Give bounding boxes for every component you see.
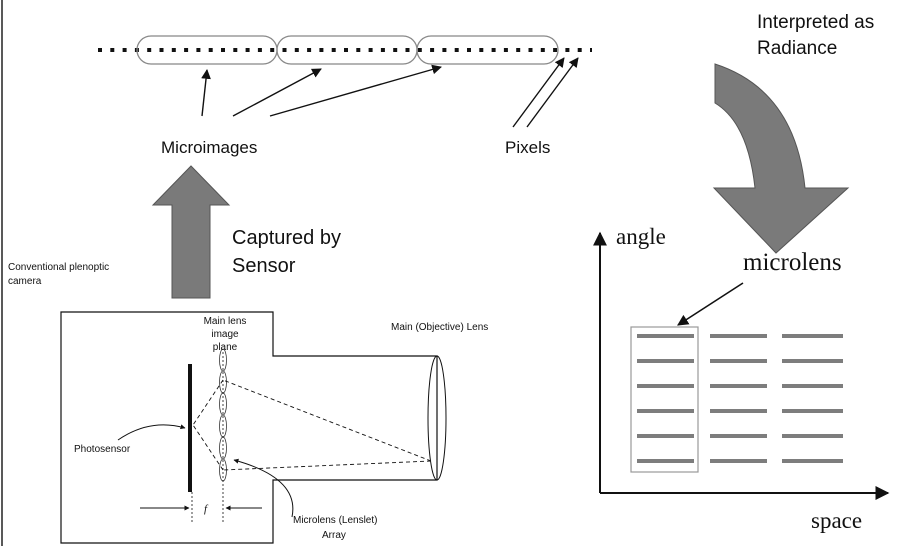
main-lens-label-line2: image [211, 329, 239, 340]
interpreted-curved-arrow [712, 63, 850, 254]
microlens-highlight-box [630, 326, 699, 473]
conventional-label-line2: camera [8, 276, 42, 287]
angle-label: angle [616, 224, 666, 249]
microlens-label: microlens [743, 249, 842, 276]
space-label: space [811, 508, 862, 533]
main-lens-label-line1: Main lens [204, 316, 247, 327]
interpreted-label-line1: Interpreted as [757, 12, 874, 33]
photosensor-pointer [117, 424, 186, 441]
pixels-label: Pixels [505, 138, 550, 157]
captured-label-line1: Captured by [232, 227, 341, 249]
microimage-outline-3 [416, 35, 559, 65]
pixel-row [98, 35, 592, 65]
conventional-label-line1: Conventional plenoptic [8, 262, 109, 273]
light-rays [192, 379, 432, 471]
microimage-arrow-3 [269, 64, 442, 117]
objective-lens [427, 355, 447, 481]
microimage-arrow-2 [232, 68, 322, 117]
microlens-pointer [677, 282, 744, 326]
pixel-arrow-2 [526, 57, 579, 128]
microlens-array-label-line1: Microlens (Lenslet) [293, 515, 377, 526]
radiance-bars [637, 334, 843, 463]
pixel-arrow-1 [512, 57, 565, 128]
main-lens-label-line3: plane [213, 342, 238, 353]
photosensor-label: Photosensor [74, 444, 131, 455]
captured-up-arrow [151, 165, 231, 299]
microimages-label: Microimages [161, 138, 257, 157]
f-label: f [204, 503, 209, 515]
objective-lens-label: Main (Objective) Lens [391, 322, 488, 333]
microlens-array [219, 348, 227, 482]
microlens-array-label-line2: Array [322, 530, 346, 541]
microimage-outline-1 [136, 35, 278, 65]
microimage-arrow-1 [201, 69, 211, 117]
microlens-array-pointer [233, 458, 294, 518]
interpreted-label-line2: Radiance [757, 38, 837, 59]
captured-label-line2: Sensor [232, 255, 296, 277]
